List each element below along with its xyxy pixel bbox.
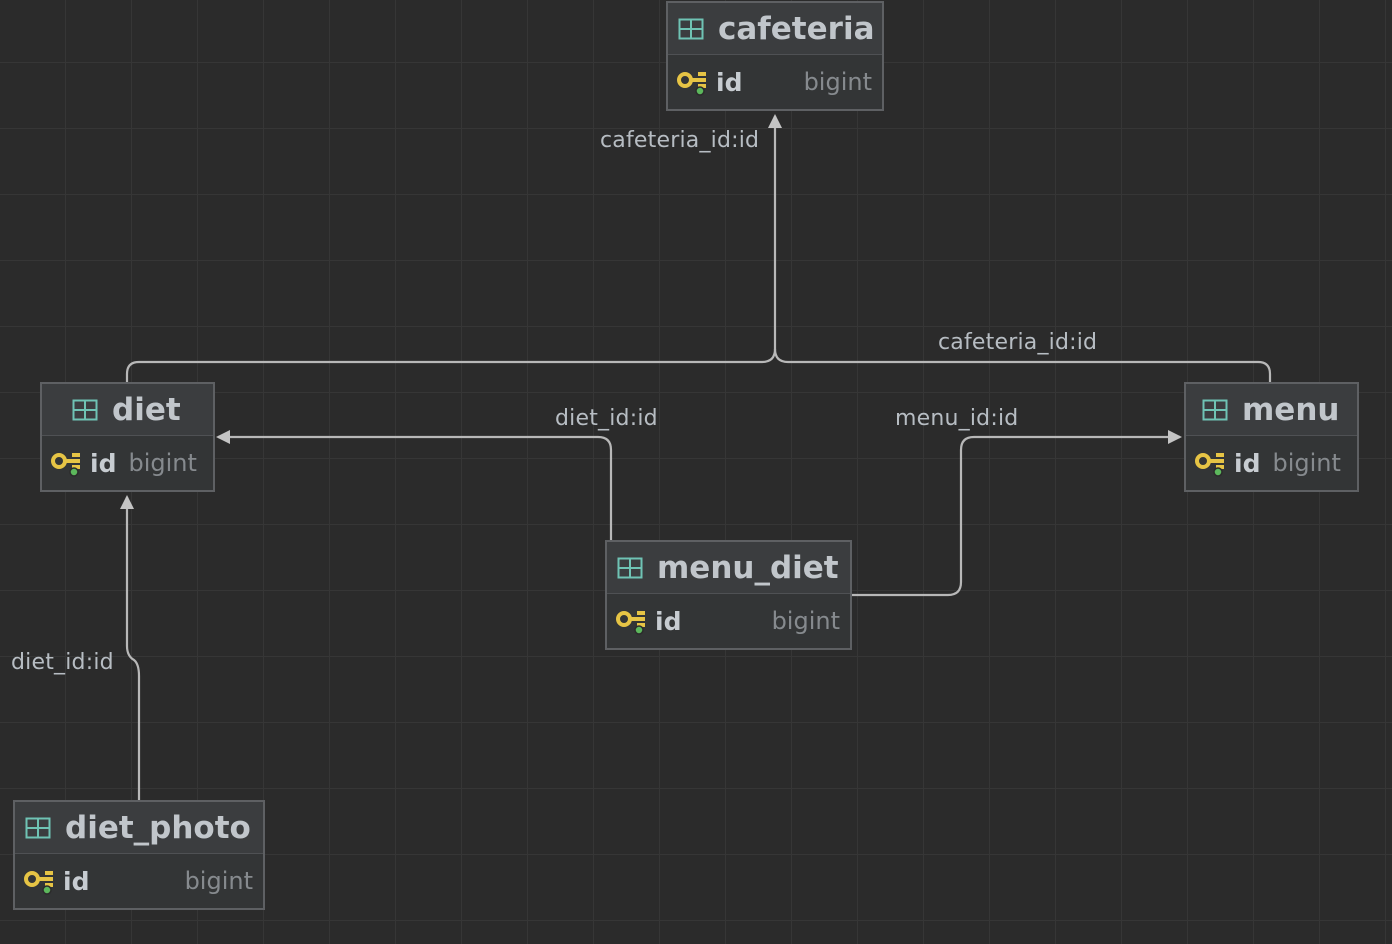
table-header[interactable]: cafeteria xyxy=(668,3,882,55)
column-type: bigint xyxy=(1272,449,1341,477)
primary-key-icon xyxy=(51,453,80,477)
table-diet[interactable]: diet id bigint xyxy=(40,382,215,492)
column-type: bigint xyxy=(184,867,253,895)
primary-key-icon xyxy=(24,871,53,895)
column-name: id xyxy=(63,866,90,896)
primary-key-icon xyxy=(677,72,706,96)
primary-key-icon xyxy=(616,611,645,635)
column-type: bigint xyxy=(771,607,840,635)
table-menu[interactable]: menu id bigint xyxy=(1184,382,1359,492)
edge-menu-diet-menu xyxy=(852,430,1182,597)
table-icon xyxy=(678,18,704,39)
table-header[interactable]: menu xyxy=(1186,384,1357,436)
relation-label-menu-diet-menu: menu_id:id xyxy=(895,406,1019,431)
column-name: id xyxy=(90,448,117,478)
edge-diet-photo-diet xyxy=(120,495,141,800)
column-row[interactable]: id bigint xyxy=(668,55,882,109)
table-icon xyxy=(617,557,643,578)
column-name: id xyxy=(1234,448,1261,478)
table-icon xyxy=(25,817,51,838)
table-header[interactable]: diet xyxy=(42,384,213,436)
column-type: bigint xyxy=(803,68,872,96)
edge-menu-diet-diet xyxy=(216,430,613,540)
table-menu-diet[interactable]: menu_diet id bigint xyxy=(605,540,852,650)
table-header[interactable]: diet_photo xyxy=(15,802,263,854)
table-header[interactable]: menu_diet xyxy=(607,542,850,594)
relation-label-menu-diet-diet: diet_id:id xyxy=(555,406,658,431)
relation-label-menu-cafeteria: cafeteria_id:id xyxy=(938,330,1098,355)
column-row[interactable]: id bigint xyxy=(15,854,263,908)
edge-diet-cafeteria xyxy=(125,114,782,382)
table-cafeteria[interactable]: cafeteria id bigint xyxy=(666,1,884,111)
column-row[interactable]: id bigint xyxy=(607,594,850,648)
primary-key-icon xyxy=(1195,453,1224,477)
relation-label-diet-photo-diet: diet_id:id xyxy=(11,650,114,675)
column-type: bigint xyxy=(128,449,197,477)
table-diet-photo[interactable]: diet_photo id bigint xyxy=(13,800,265,910)
table-icon xyxy=(1202,399,1228,420)
table-name: menu_diet xyxy=(657,549,839,586)
column-row[interactable]: id bigint xyxy=(42,436,213,490)
column-name: id xyxy=(716,67,743,97)
table-name: cafeteria xyxy=(718,10,875,47)
table-name: menu xyxy=(1242,391,1340,428)
column-row[interactable]: id bigint xyxy=(1186,436,1357,490)
table-name: diet_photo xyxy=(65,809,251,846)
table-icon xyxy=(72,399,98,420)
column-name: id xyxy=(655,606,682,636)
edge-menu-cafeteria xyxy=(773,348,1272,382)
table-name: diet xyxy=(112,391,181,428)
relation-label-diet-cafeteria: cafeteria_id:id xyxy=(600,128,760,153)
